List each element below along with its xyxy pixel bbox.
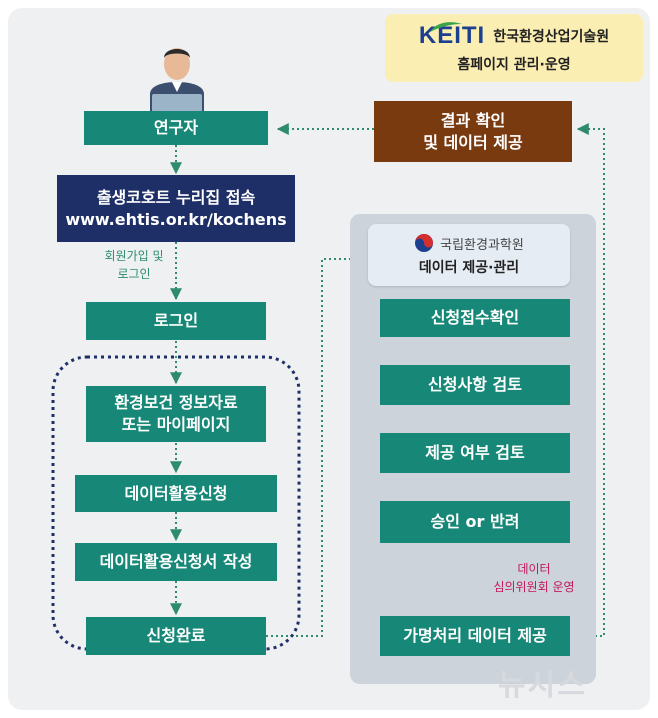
- signup-label-line2: 로그인: [117, 267, 151, 281]
- env-info-line1: 환경보건 정보자료: [114, 393, 238, 413]
- env-info-box: 환경보건 정보자료 또는 마이페이지: [86, 386, 266, 442]
- pseudonym-data-box: 가명처리 데이터 제공: [380, 616, 570, 656]
- review-items-label: 신청사항 검토: [428, 375, 522, 395]
- access-site-box: 출생코호트 누리집 접속 www.ehtis.or.kr/kochens: [57, 175, 295, 242]
- approve-reject-box: 승인 or 반려: [380, 501, 570, 543]
- result-line2: 및 데이터 제공: [423, 132, 523, 152]
- data-apply-box: 데이터활용신청: [75, 475, 277, 512]
- korea-government-emblem-icon: [415, 234, 434, 252]
- keiti-name: 한국환경산업기술원: [493, 29, 610, 45]
- arrow-complete-to-nier: [266, 253, 365, 637]
- login-box: 로그인: [86, 302, 266, 340]
- keiti-badge: KEITI 한국환경산업기술원 홈페이지 관리·운영: [385, 14, 643, 82]
- nier-name: 국립환경과학원: [440, 237, 524, 253]
- approve-reject-label: 승인 or 반려: [430, 512, 520, 532]
- result-box: 결과 확인 및 데이터 제공: [374, 101, 572, 162]
- keiti-logo: KEITI: [418, 22, 486, 49]
- review-provision-label: 제공 여부 검토: [425, 443, 525, 463]
- keiti-subtitle: 홈페이지 관리·운영: [457, 57, 571, 73]
- receipt-confirm-box: 신청접수확인: [380, 299, 570, 337]
- review-items-box: 신청사항 검토: [380, 365, 570, 405]
- apply-complete-label: 신청완료: [146, 626, 206, 646]
- nier-subtitle: 데이터 제공·관리: [418, 260, 520, 276]
- researcher-box: 연구자: [84, 111, 268, 145]
- committee-label: 데이터 심의위원회 운영: [476, 560, 592, 596]
- login-label: 로그인: [153, 311, 199, 331]
- keiti-leaf-icon: [430, 22, 462, 32]
- review-provision-box: 제공 여부 검토: [380, 433, 570, 473]
- committee-label-line2: 심의위원회 운영: [493, 580, 575, 594]
- receipt-confirm-label: 신청접수확인: [430, 308, 520, 328]
- signup-login-label: 회원가입 및 로그인: [88, 247, 180, 283]
- signup-label-line1: 회원가입 및: [104, 249, 164, 263]
- env-info-line2: 또는 마이페이지: [121, 415, 231, 434]
- nier-card: 국립환경과학원 데이터 제공·관리: [368, 224, 570, 286]
- newsis-watermark: 뉴시스: [498, 668, 587, 703]
- committee-label-line1: 데이터: [517, 562, 551, 576]
- write-form-label: 데이터활용신청서 작성: [99, 552, 253, 572]
- apply-complete-box: 신청완료: [86, 617, 266, 655]
- pseudonym-data-label: 가명처리 데이터 제공: [403, 626, 547, 646]
- researcher-avatar-icon: [150, 48, 204, 112]
- data-apply-label: 데이터활용신청: [124, 483, 228, 503]
- write-form-box: 데이터활용신청서 작성: [75, 543, 277, 581]
- access-title: 출생코호트 누리집 접속: [96, 187, 256, 207]
- result-line1: 결과 확인: [440, 110, 506, 130]
- access-url: www.ehtis.or.kr/kochens: [65, 209, 287, 229]
- researcher-label: 연구자: [153, 118, 199, 138]
